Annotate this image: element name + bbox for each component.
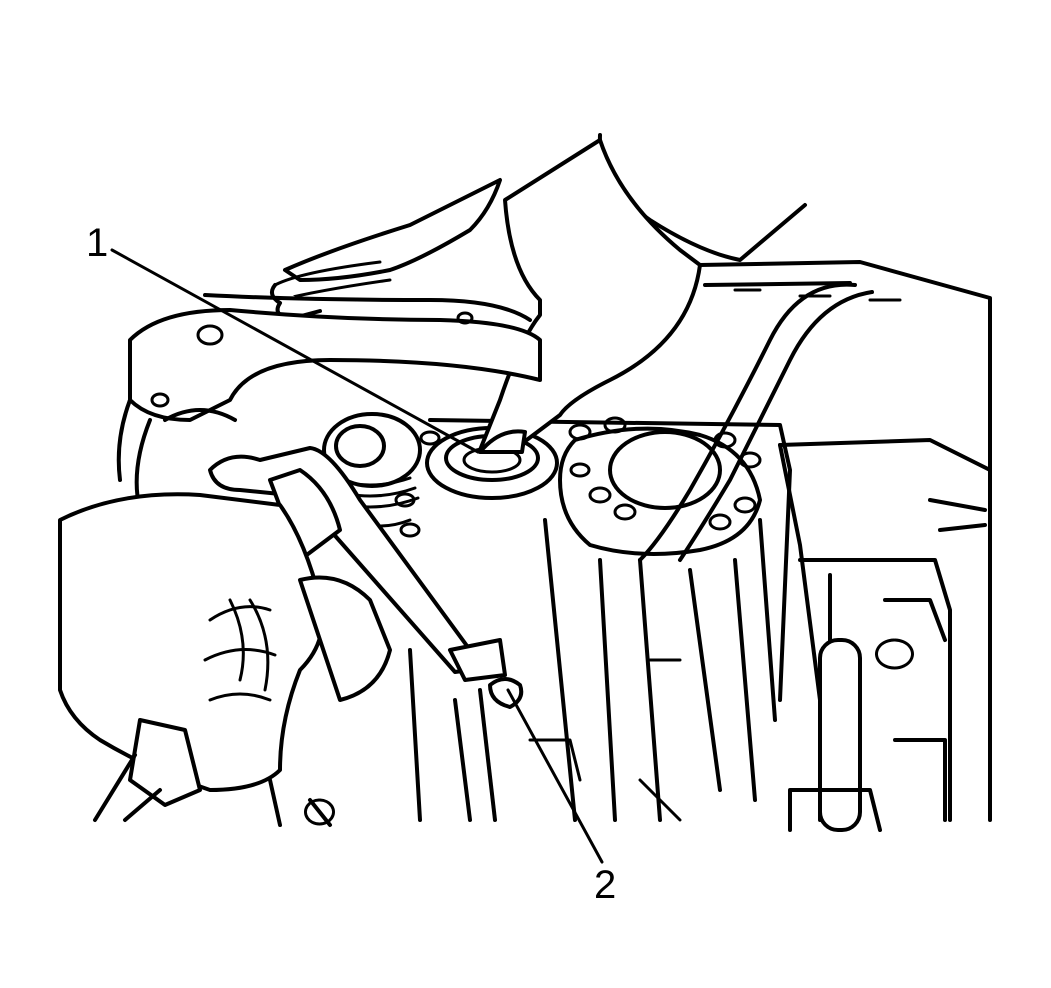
- cam-gear: [320, 412, 422, 528]
- loop-cable: [638, 282, 857, 562]
- lower-hand-with-tool: [58, 446, 524, 822]
- engine-block: [268, 260, 992, 832]
- engine-cover: [116, 293, 542, 512]
- callout-1-label: 1: [86, 221, 108, 265]
- callout-2-leader: [506, 688, 604, 864]
- callout-2-label: 2: [594, 863, 616, 907]
- callout-1-leader: [110, 248, 480, 454]
- upper-hand: [269, 133, 807, 454]
